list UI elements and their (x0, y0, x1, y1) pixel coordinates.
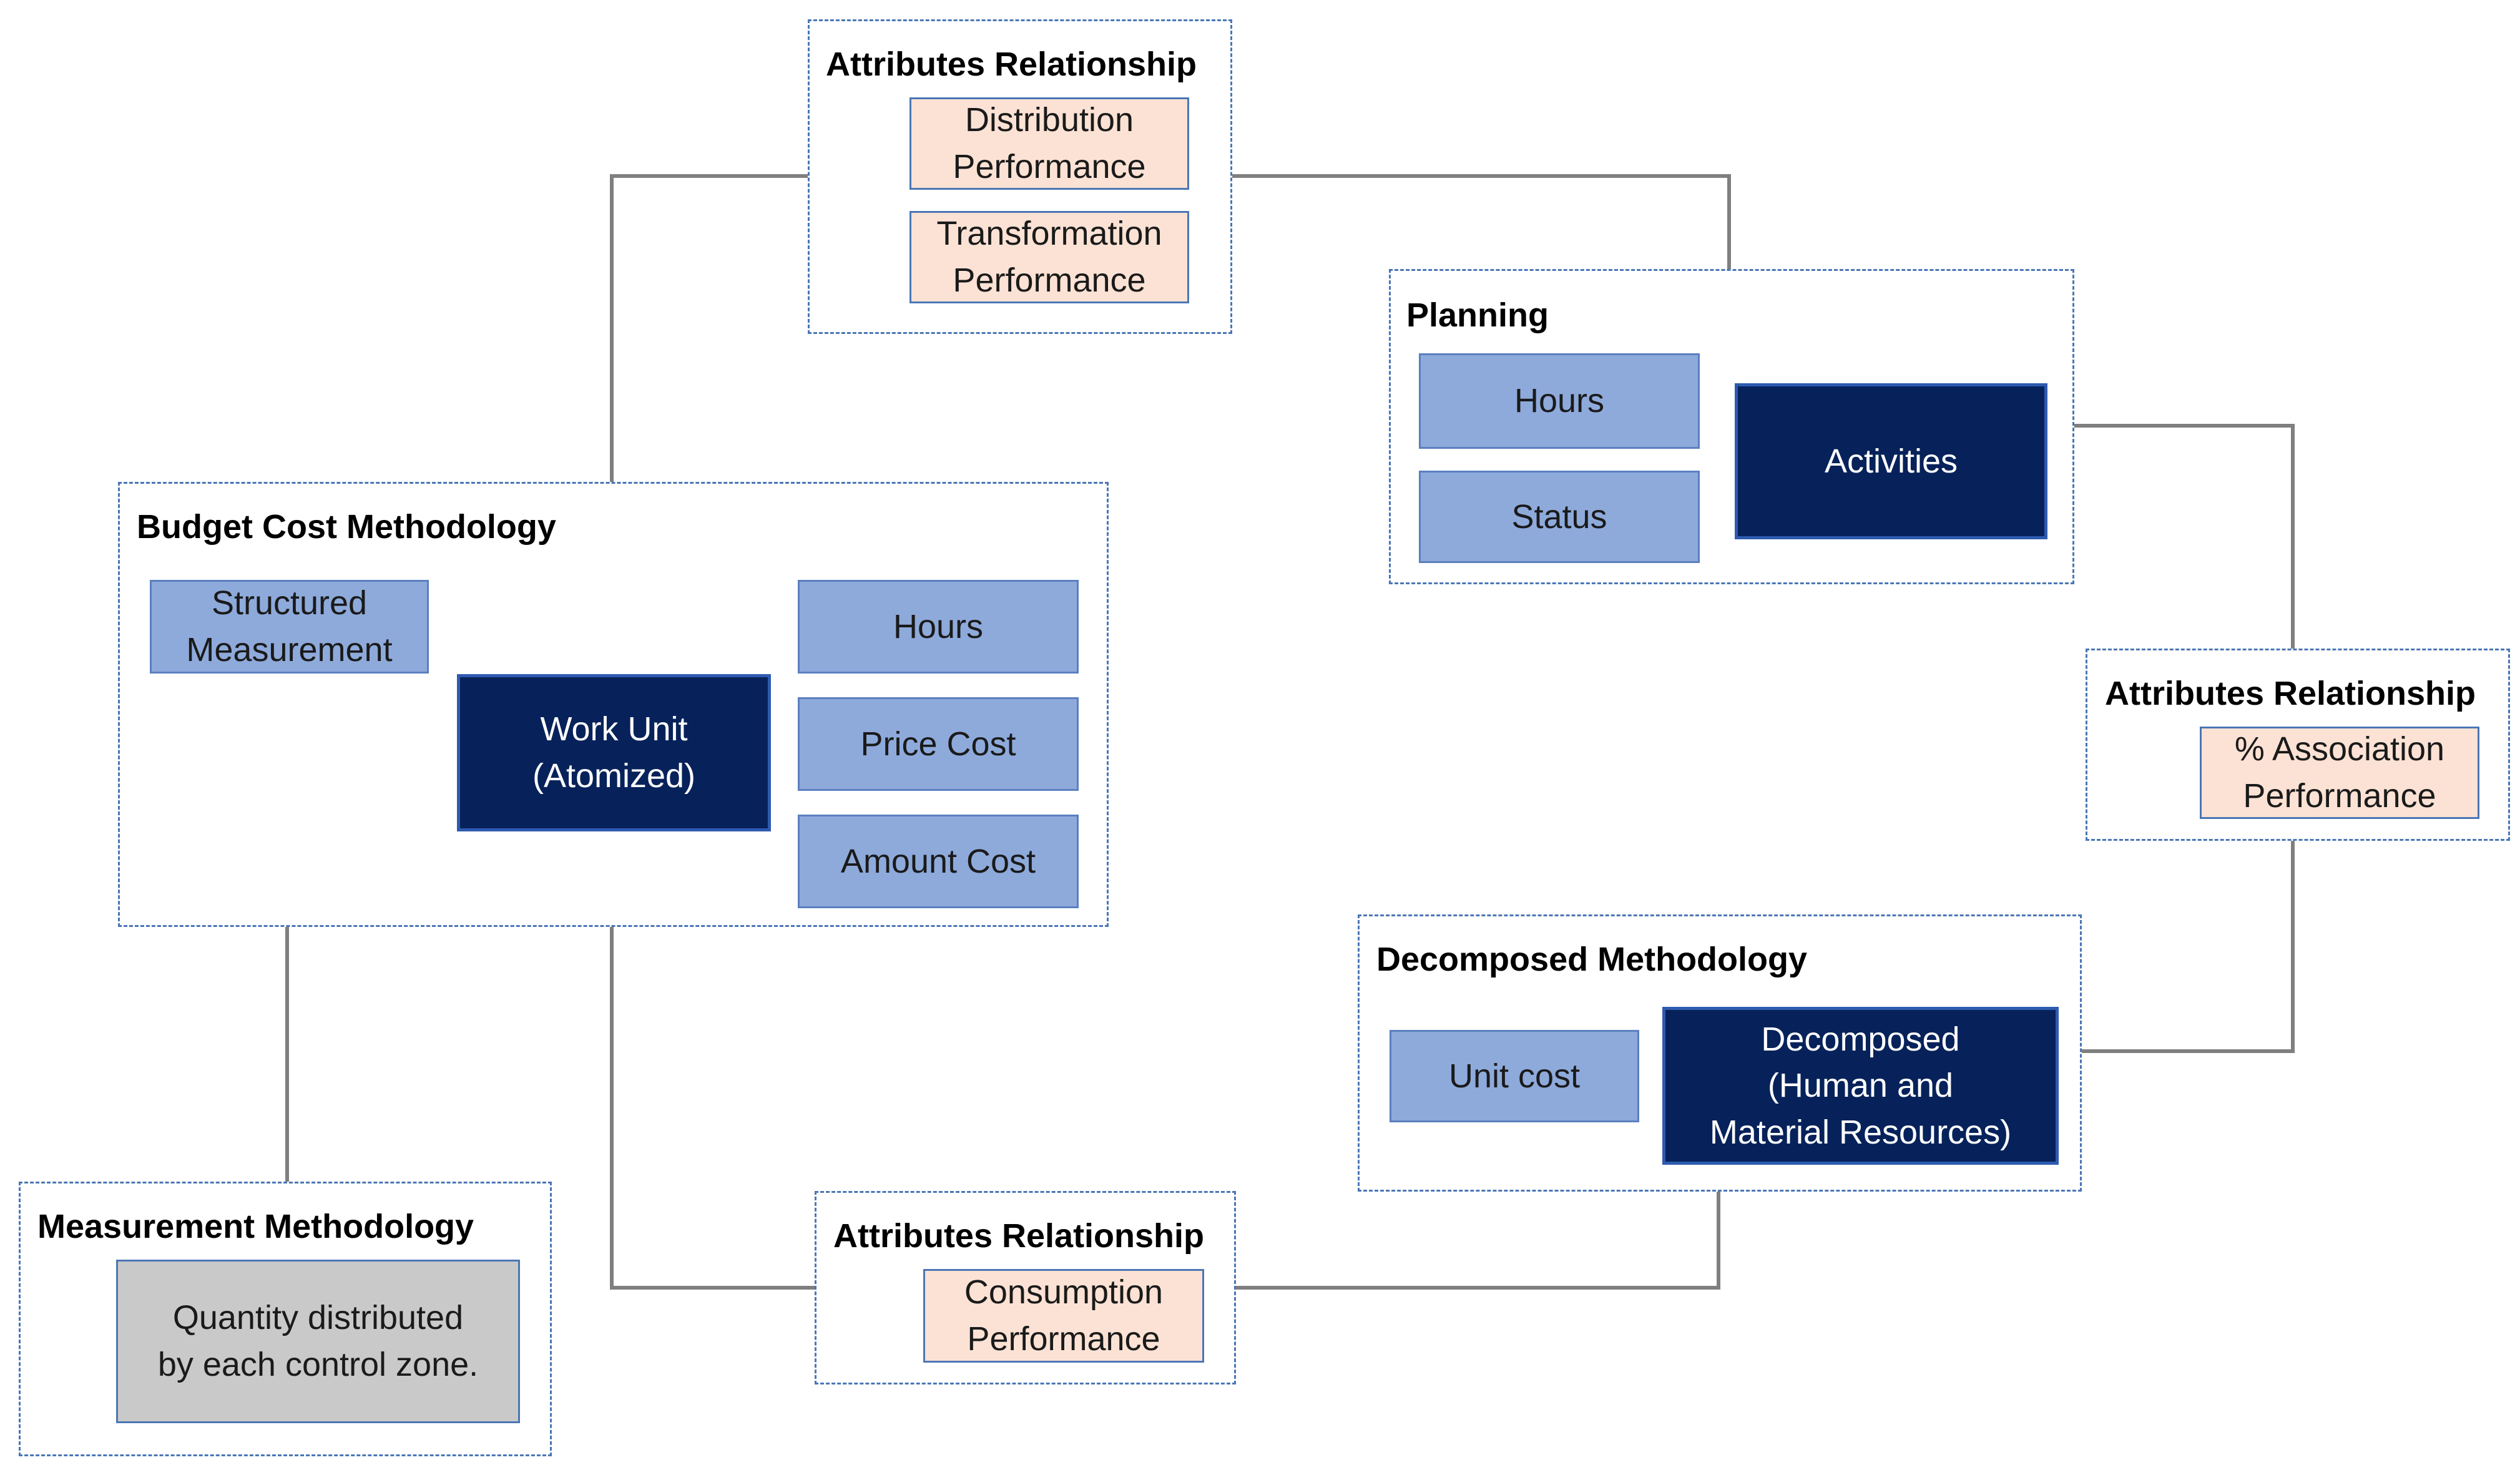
group-title: Attributes Relationship (833, 1217, 1205, 1255)
measurement-methodology-group: Measurement Methodology Quantity distrib… (19, 1182, 552, 1456)
distribution-performance-box: Distribution Performance (909, 97, 1189, 190)
quantity-distributed-box: Quantity distributed by each control zon… (116, 1260, 520, 1423)
group-title: Attributes Relationship (2105, 675, 2476, 712)
budget-hours-box: Hours (798, 580, 1079, 674)
connector-decomposed-to-attributes-bottom (1236, 1192, 1720, 1290)
connector-budget-to-attributes-top (610, 174, 808, 482)
work-unit-box: Work Unit (Atomized) (457, 674, 771, 831)
planning-hours-box: Hours (1419, 353, 1700, 449)
attributes-relationship-top-group: Attributes Relationship Distribution Per… (808, 19, 1232, 334)
decomposed-resources-box: Decomposed (Human and Material Resources… (1662, 1007, 2059, 1165)
transformation-performance-box: Transformation Performance (909, 211, 1189, 303)
price-cost-box: Price Cost (798, 697, 1079, 791)
attributes-relationship-right-group: Attributes Relationship % Association Pe… (2086, 649, 2510, 841)
budget-cost-methodology-group: Budget Cost Methodology Structured Measu… (118, 482, 1109, 927)
group-title: Budget Cost Methodology (137, 508, 556, 546)
planning-group: Planning Hours Status Activities (1389, 269, 2074, 584)
group-title: Planning (1406, 296, 1549, 334)
amount-cost-box: Amount Cost (798, 815, 1079, 908)
group-title: Attributes Relationship (826, 46, 1197, 83)
planning-status-box: Status (1419, 471, 1700, 563)
decomposed-methodology-group: Decomposed Methodology Unit cost Decompo… (1358, 914, 2082, 1192)
unit-cost-box: Unit cost (1390, 1030, 1639, 1122)
connector-budget-to-attributes-bottom (610, 927, 815, 1290)
group-title: Measurement Methodology (37, 1208, 474, 1245)
connector-planning-to-attributes-right (2074, 424, 2295, 649)
activities-box: Activities (1735, 383, 2047, 539)
connector-attributes-right-to-decomposed (2082, 841, 2295, 1053)
association-performance-box: % Association Performance (2200, 727, 2479, 819)
attributes-relationship-bottom-group: Attributes Relationship Consumption Perf… (815, 1191, 1236, 1384)
group-title: Decomposed Methodology (1376, 941, 1808, 978)
connector-attributes-top-to-planning (1232, 174, 1731, 269)
consumption-performance-box: Consumption Performance (923, 1269, 1204, 1363)
structured-measurement-box: Structured Measurement (150, 580, 429, 674)
